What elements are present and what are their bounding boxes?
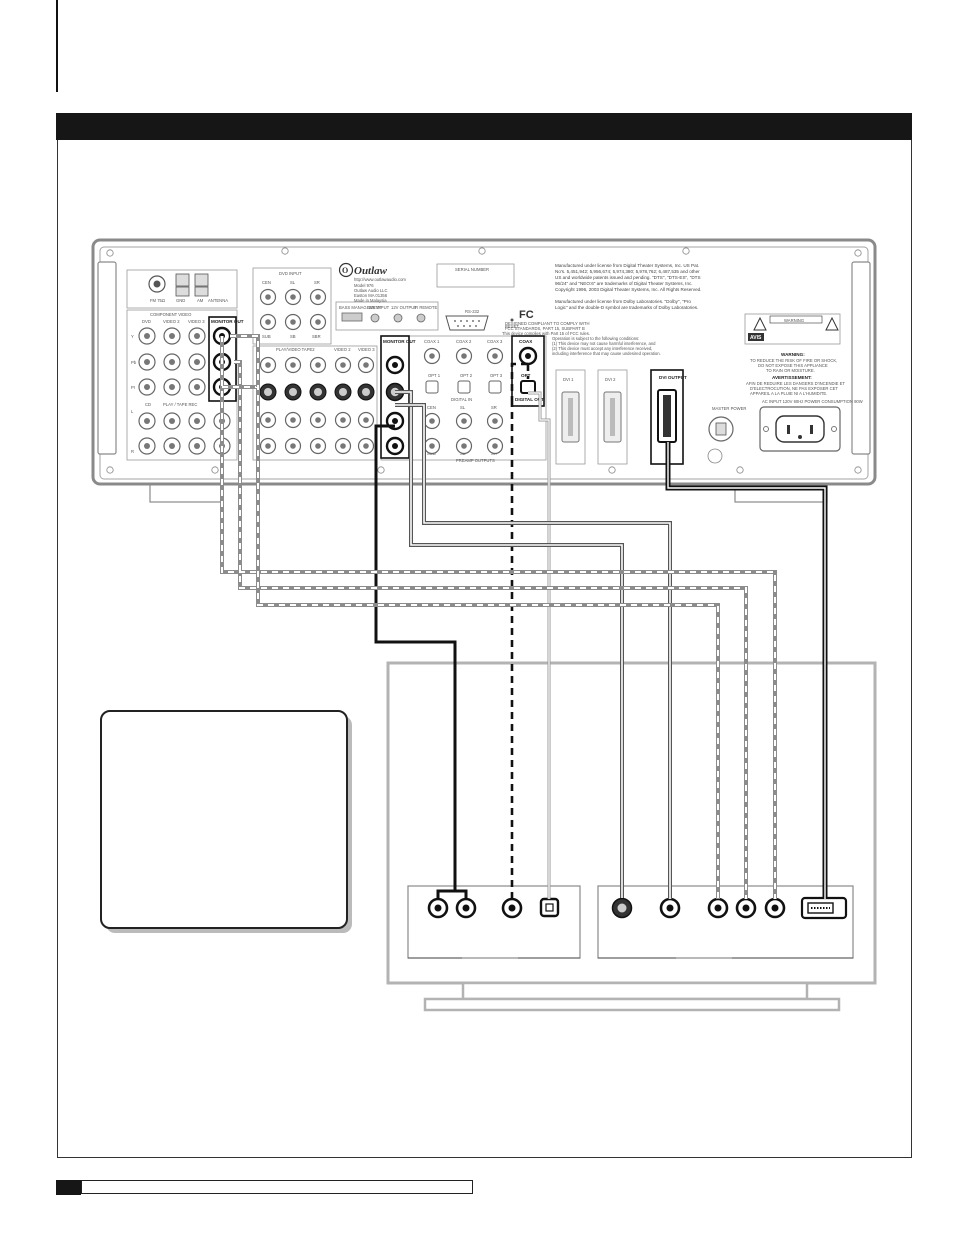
receiver-rear-panel: FM 75Ω GND AM ANTENNA COMPONENT VIDEO DV… — [91, 238, 877, 503]
license-line-3: US and worldwide patents issued and pend… — [555, 275, 701, 280]
fcc-line-5: (1) This device may not cause harmful in… — [552, 341, 656, 346]
digital-out-label: DIGITAL OUT — [515, 397, 544, 402]
play-tape-label: PLAY / TAPE REC — [163, 402, 197, 407]
content-frame — [57, 140, 912, 1158]
coax-2-label: COAX 2 — [456, 339, 472, 344]
model-line-2: Outlaw Audio LLC — [354, 288, 388, 293]
warning-title: WARNING: — [781, 352, 805, 357]
warning-line-1: TO REDUCE THE RISK OF FIRE OR SHOCK, — [750, 358, 837, 363]
gnd-label: GND — [176, 298, 185, 303]
digital-in-label: DIGITAL IN — [451, 397, 472, 402]
master-power-label: MASTER POWER — [712, 406, 746, 411]
preamp-col-cen: CEN — [427, 405, 436, 410]
dvd-col-sub: SUB — [262, 334, 271, 339]
brand-name: Outlaw — [354, 265, 388, 277]
reset-label: RESET — [505, 324, 519, 329]
license-line-8: Logic" and the double-D symbol are trade… — [555, 305, 698, 310]
fcc-line-1: DESIGNED COMPLIANT TO COMPLY WITH — [505, 321, 590, 326]
warning-badge: WARNING — [784, 318, 804, 323]
fc-mark: FC — [519, 309, 534, 321]
footer-page-tab — [56, 1180, 81, 1195]
fcc-line-4: Operation is subject to the following co… — [552, 336, 639, 341]
footer-rule — [81, 1180, 473, 1194]
warning-line-2: DO NOT EXPOSE THIS APPLIANCE — [758, 363, 828, 368]
component-row-y: Y — [131, 334, 134, 339]
display-device — [386, 661, 877, 1012]
coax-3-label: COAX 3 — [487, 339, 503, 344]
preamp-outputs-label: PREAMP OUTPUTS — [456, 458, 495, 463]
cables — [220, 334, 828, 899]
section-header-bar — [56, 113, 912, 140]
monitor-out-2-label: MONITOR OUT — [383, 339, 416, 344]
cd-label: CD — [145, 402, 151, 407]
12v-input-label: 12V INPUT — [368, 305, 390, 310]
coax-1-label: COAX 1 — [424, 339, 440, 344]
dvd-col-sr: SR — [314, 280, 320, 285]
component-col-dvd: DVD — [142, 319, 151, 324]
note-box — [100, 710, 352, 933]
preamp-col-sl: SL — [460, 405, 466, 410]
bass-management-label: BASS MANAGEMENT — [339, 305, 382, 310]
am-label: AM — [197, 298, 204, 303]
avert-line-1: AFIN DE REDUIRE LES DANGERS D'INCENDIE E… — [746, 381, 845, 386]
outlaw-logo: O Outlaw — [338, 262, 388, 278]
avis-badge: AVIS — [750, 335, 762, 341]
dvi-2-label: DVI 2 — [605, 377, 616, 382]
monitor-out-2-jacks — [385, 355, 405, 456]
coax-out-label: COAX — [519, 339, 533, 344]
model-line-4: Made in Malaysia — [354, 298, 387, 303]
model-line-3: Easton MA 01356 — [354, 293, 388, 298]
margin-rule — [56, 0, 58, 92]
preamp-col-sr: SR — [491, 405, 497, 410]
avert-line-2: D'ELECTROCUTION, NE PAS EXPOSER CET — [750, 386, 838, 391]
video-col-tape2: PLAY/VIDEO TAPE2 — [276, 347, 315, 352]
fcc-line-7: including interference that may cause un… — [552, 351, 661, 356]
antenna-label: ANTENNA — [208, 298, 228, 303]
avert-title: AVERTISSEMENT: — [772, 375, 812, 380]
brand-website: http://www.outlawaudio.com — [354, 277, 406, 282]
fcc-line-3: This device complies with Part 15 of FCC… — [502, 331, 590, 336]
monitor-out-1-label: MONITOR OUT — [211, 319, 244, 324]
dvd-col-sbr: SBR — [312, 334, 321, 339]
opt-3-label: OPT 3 — [490, 373, 503, 378]
dvi-1-label: DVI 1 — [563, 377, 574, 382]
license-line-7: Manufactured under license from Dolby La… — [555, 299, 691, 304]
audio-row-r: R — [131, 449, 134, 454]
component-video-label: COMPONENT VIDEO — [150, 312, 192, 317]
dvd-col-sl: SL — [290, 280, 296, 285]
fcc-line-6: (2) This device must accept any interfer… — [552, 346, 652, 351]
component-col-video2: VIDEO 2 — [163, 319, 180, 324]
component-row-pr: Pr — [131, 385, 136, 390]
serial-label: SERIAL NUMBER — [455, 267, 489, 272]
license-line-4: 96/24" and "NEO:6" are trademarks of Dig… — [555, 281, 693, 286]
model-line-1: Model 976 — [354, 283, 374, 288]
opt-out-label: OPT — [521, 373, 531, 378]
component-row-pb: Pb — [131, 360, 137, 365]
dvd-col-cen: CEN — [262, 280, 271, 285]
rs232-label: RS-232 — [465, 309, 480, 314]
ir-remote-label: IR REMOTE — [414, 305, 437, 310]
fm-label: FM 75Ω — [150, 298, 165, 303]
dvd-col-sb: SB — [290, 334, 296, 339]
license-line-1: Manufactured under license from Digital … — [555, 263, 699, 268]
ac-input-label: AC INPUT 120V 60Hz POWER CONSUMPTION 90W — [762, 399, 863, 404]
audio-row-l: L — [131, 409, 134, 414]
avert-line-3: APPAREIL A LA PLUIE NI A L'HUMIDITE. — [750, 391, 827, 396]
opt-1-label: OPT 1 — [428, 373, 441, 378]
video-col-video2: VIDEO 2 — [334, 347, 351, 352]
video-col-video3: VIDEO 3 — [358, 347, 375, 352]
12v-output-label: 12V OUTPUT — [391, 305, 417, 310]
dvd-input-label: DVD INPUT — [279, 271, 302, 276]
fcc-line-2: FCC STANDARDS, PART 15, SUBPART B — [505, 326, 585, 331]
license-line-5: Copyright 1996, 2003 Digital Theater Sys… — [555, 287, 701, 292]
svg-text:O: O — [342, 266, 348, 275]
warning-line-3: TO RAIN OR MOISTURE. — [766, 368, 815, 373]
opt-2-label: OPT 2 — [460, 373, 473, 378]
component-col-video3: VIDEO 3 — [188, 319, 205, 324]
license-line-2: No's. 5,451,942; 5,956,674; 5,974,380; 5… — [555, 269, 700, 274]
dvi-output-label: DVI OUTPUT — [659, 375, 687, 380]
